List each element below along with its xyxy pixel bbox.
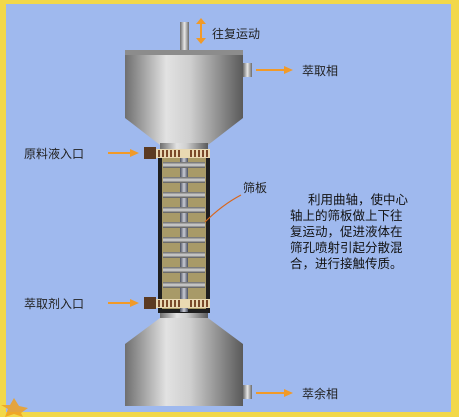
bottom-vessel (125, 344, 243, 406)
description-line: 筛孔喷射引起分散混 (290, 240, 403, 255)
reciprocating-arrow (196, 18, 206, 44)
raffinate-nozzle (243, 385, 252, 399)
feed-inlet-label: 原料液入口 (24, 147, 85, 161)
sieve-plate-label: 筛板 (243, 181, 268, 195)
feed-arrow (108, 149, 139, 157)
solvent-arrow (108, 299, 139, 307)
extract-nozzle (243, 63, 252, 77)
top-cone (125, 118, 243, 145)
extract-arrow (256, 66, 293, 74)
extract-phase-label: 萃取相 (302, 64, 339, 78)
sieve-plate-leader (204, 194, 242, 223)
solvent-inlet-label: 萃取剂入口 (24, 297, 85, 311)
description-line: 合，进行接触传质。 (290, 256, 403, 271)
top-vessel (125, 50, 243, 118)
sieve-plates (163, 162, 205, 288)
description-line: 利用曲轴，使中心 (308, 192, 409, 207)
description-text: 利用曲轴，使中心 轴上的筛板做上下往 复运动，促进液体在 筛孔喷射引起分散混 合… (290, 192, 440, 272)
drive-shaft (180, 22, 189, 50)
raffinate-phase-label: 萃余相 (302, 387, 339, 401)
description-line: 复运动，促进液体在 (290, 224, 403, 239)
solvent-distributor (144, 297, 210, 309)
corner-star-decoration (1, 398, 28, 417)
feed-distributor (144, 147, 210, 159)
reciprocating-label: 往复运动 (212, 27, 261, 41)
raffinate-arrow (256, 389, 293, 397)
bottom-cone (125, 318, 243, 344)
description-line: 轴上的筛板做上下往 (290, 208, 403, 223)
